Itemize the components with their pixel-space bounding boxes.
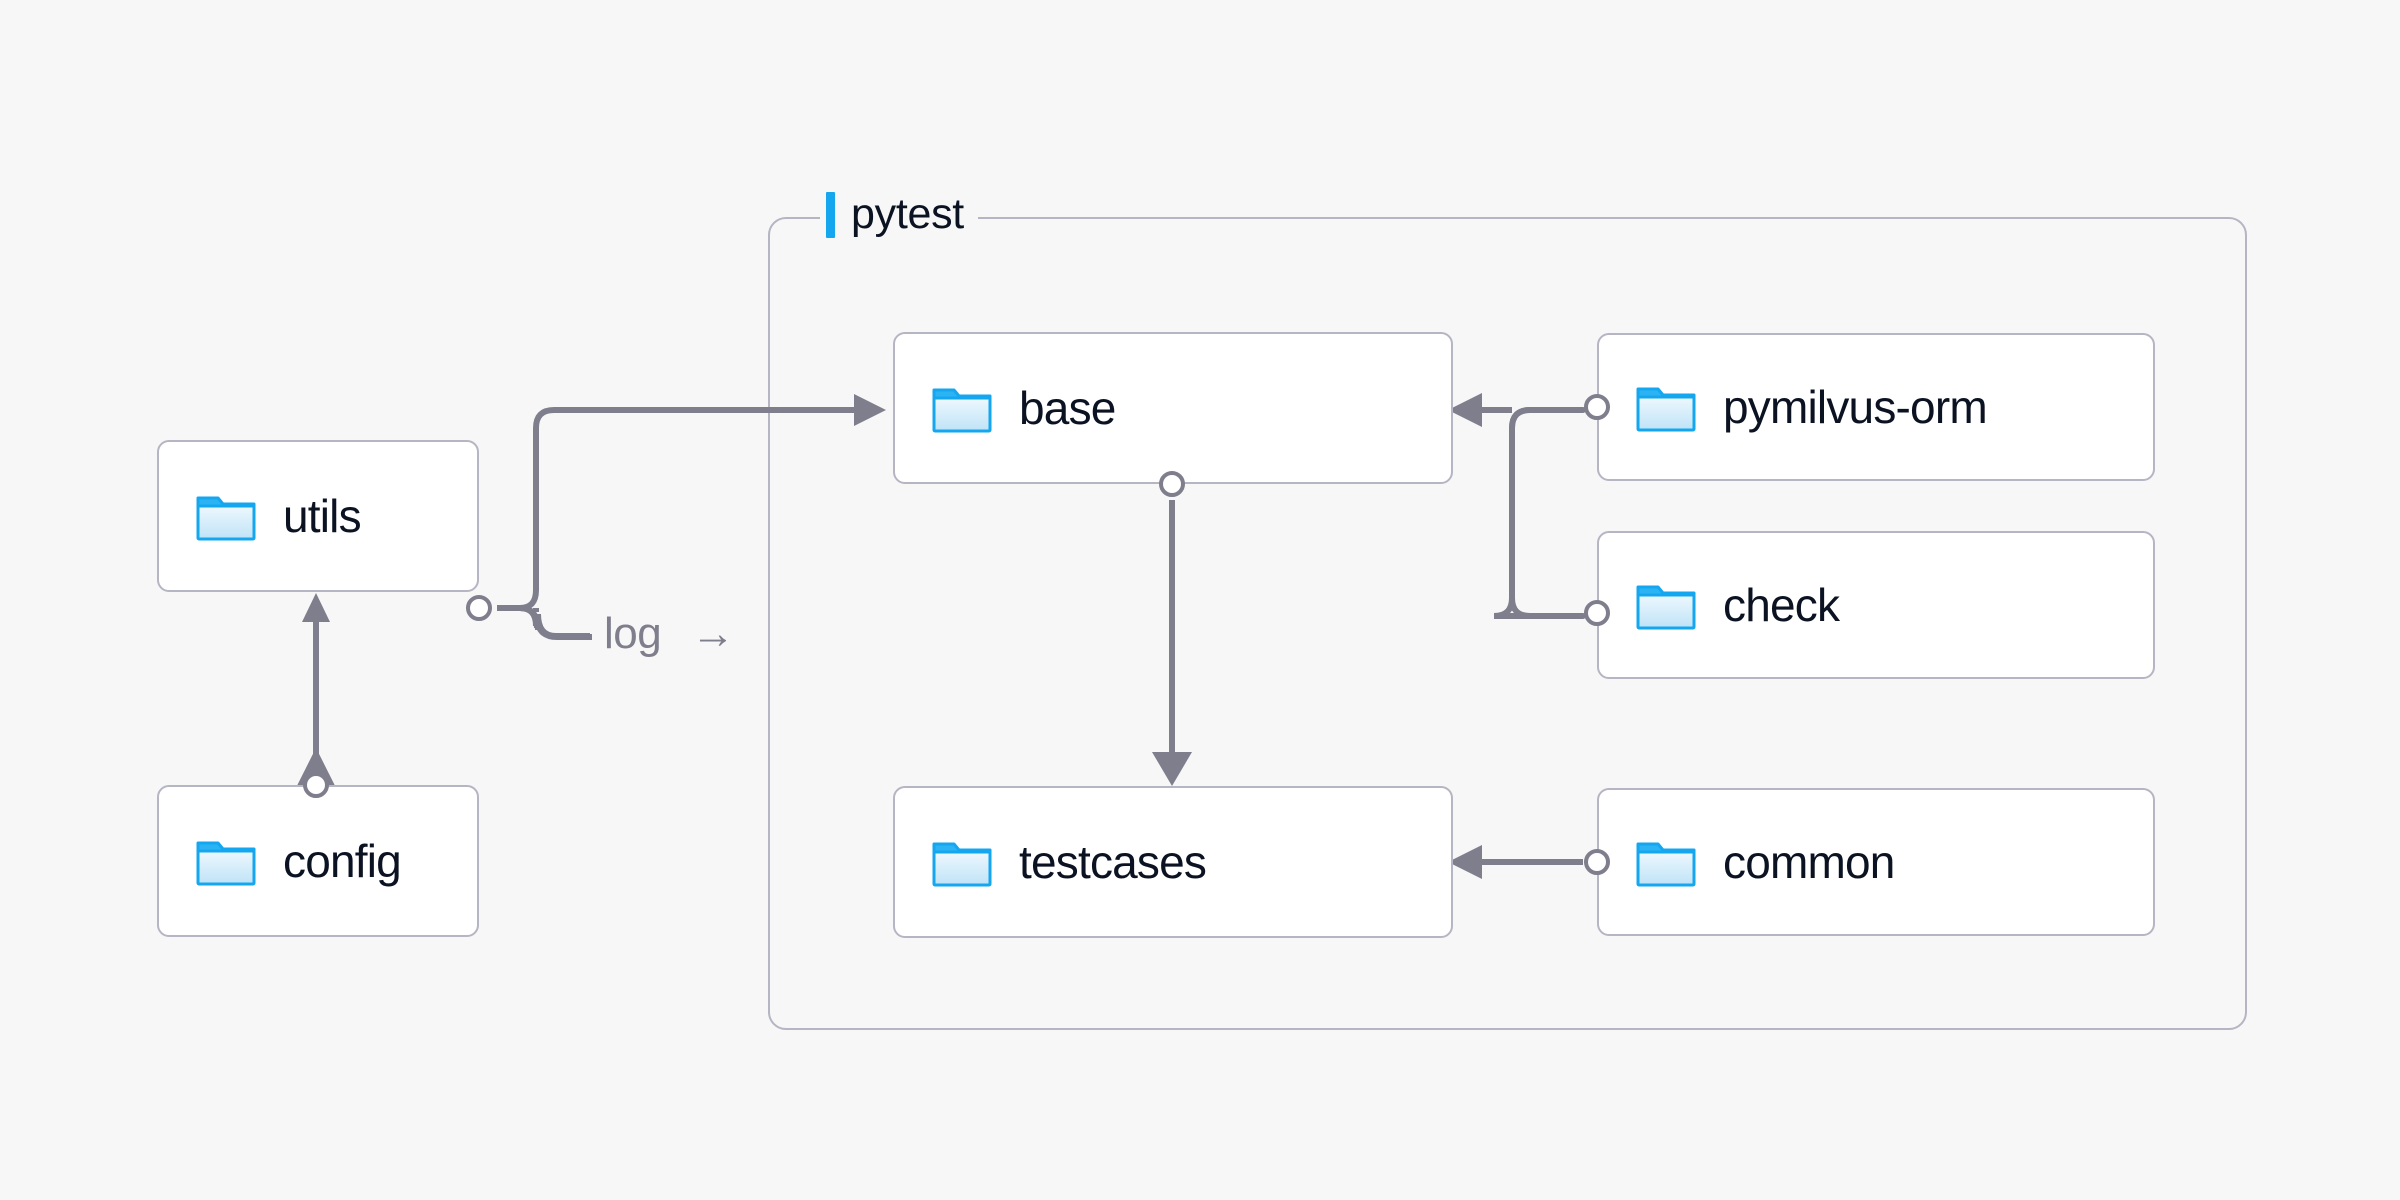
node-testcases[interactable]: testcases: [893, 786, 1453, 938]
group-accent-bar: [826, 191, 835, 238]
node-common-label: common: [1723, 836, 1895, 888]
node-common[interactable]: common: [1597, 788, 2155, 936]
node-testcases-label: testcases: [1019, 836, 1207, 888]
edge-label-log-arrow-icon: →: [690, 609, 735, 658]
node-config[interactable]: config: [157, 785, 479, 937]
folder-icon: [1635, 579, 1697, 631]
folder-icon: [195, 835, 257, 887]
node-check-label: check: [1723, 579, 1840, 631]
port-utils-right[interactable]: [466, 595, 492, 621]
port-check-left[interactable]: [1584, 600, 1610, 626]
edge-label-log-text: log: [604, 609, 662, 658]
port-pymilvus-orm-left[interactable]: [1584, 394, 1610, 420]
folder-icon: [931, 382, 993, 434]
folder-icon: [1635, 381, 1697, 433]
node-utils-label: utils: [283, 490, 362, 542]
node-base[interactable]: base: [893, 332, 1453, 484]
port-config-top[interactable]: [303, 772, 329, 798]
port-base-bottom[interactable]: [1159, 471, 1185, 497]
folder-icon: [931, 836, 993, 888]
node-pymilvus-orm[interactable]: pymilvus-orm: [1597, 333, 2155, 481]
port-common-left[interactable]: [1584, 849, 1610, 875]
node-utils[interactable]: utils: [157, 440, 479, 592]
group-pytest: [768, 217, 2247, 1030]
group-pytest-title: pytest: [851, 190, 964, 238]
node-base-label: base: [1019, 382, 1116, 434]
folder-icon: [195, 490, 257, 542]
node-check[interactable]: check: [1597, 531, 2155, 679]
edge-label-log: log →: [604, 609, 735, 658]
edge-utils-to-log: [519, 605, 539, 627]
node-config-label: config: [283, 835, 402, 887]
node-pymilvus-orm-label: pymilvus-orm: [1723, 381, 1988, 433]
folder-icon: [1635, 836, 1697, 888]
group-pytest-label: pytest: [820, 190, 978, 239]
